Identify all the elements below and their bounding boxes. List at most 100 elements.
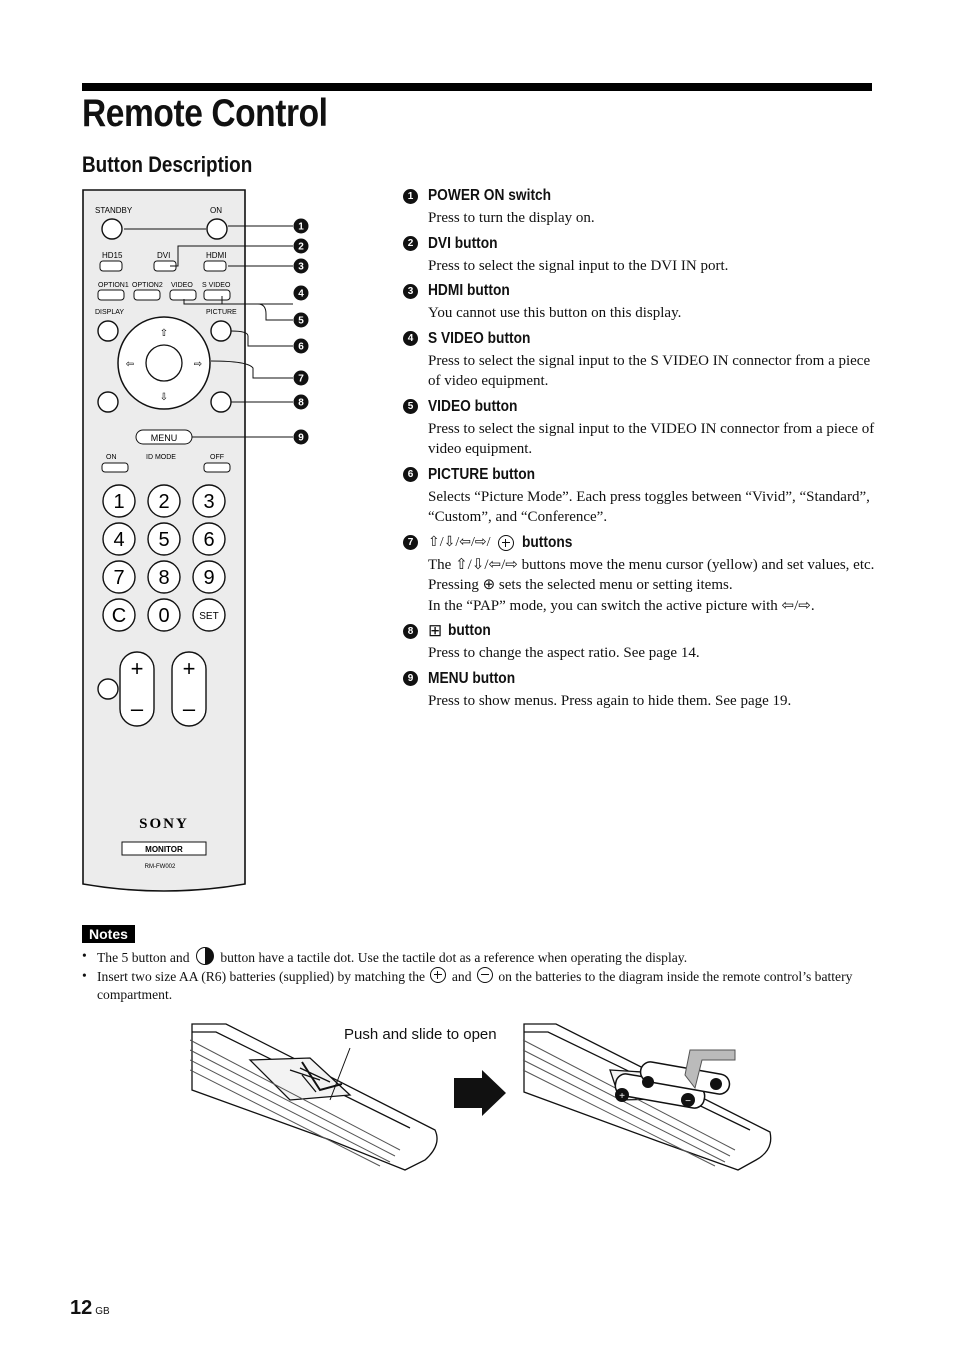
key-c: [102, 598, 136, 632]
item-title: MENU button: [428, 669, 516, 687]
key-1: [102, 484, 136, 518]
key-label: C: [112, 605, 126, 627]
callout-marker: [293, 238, 309, 254]
item-number: 8: [403, 623, 418, 639]
key-7: [102, 560, 136, 594]
key-label: 2: [158, 491, 169, 513]
key-label: 6: [203, 529, 214, 551]
item-body: Press to change the aspect ratio. See pa…: [428, 645, 700, 661]
option2-label: OPTION2: [132, 282, 163, 289]
callout-number: 2: [298, 242, 304, 253]
picture-button: [210, 320, 232, 342]
note-item: The 5 button and button have a tactile d…: [82, 947, 882, 967]
monitor-plate: [121, 841, 207, 856]
item-number: 4: [403, 331, 418, 346]
svg-text:+: +: [619, 1091, 625, 1102]
battery-illustration: + −: [190, 1023, 772, 1171]
item-title: VIDEO button: [428, 397, 518, 415]
item-body: Press to turn the display on.: [428, 210, 595, 226]
option1-button: [97, 289, 125, 301]
svg-text:–: –: [131, 696, 144, 721]
callout-number: 5: [298, 316, 304, 327]
sony-logo: SONY: [139, 816, 189, 832]
item-body: In the “PAP” mode, you can switch the ac…: [428, 597, 815, 614]
page-number-value: 12: [70, 1297, 93, 1319]
key-0: [147, 598, 181, 632]
mute-button: [97, 678, 119, 700]
key-label: 5: [158, 529, 169, 551]
standby-button: [101, 218, 123, 240]
key-9: [192, 560, 226, 594]
item-number: 1: [403, 188, 418, 204]
battery-2: [639, 1061, 731, 1095]
item-number: 9: [403, 671, 418, 686]
callout-marker: [293, 312, 309, 328]
key-label: 9: [203, 567, 214, 589]
note-item: Insert two size AA (R6) batteries (suppl…: [82, 967, 882, 1004]
key-label: 1: [113, 491, 124, 513]
item-number: 6: [403, 467, 418, 482]
key-set: [192, 598, 226, 632]
callout-marker: [293, 394, 309, 410]
key-label: 4: [113, 529, 124, 551]
down-arrow-icon: ⇩: [160, 392, 168, 403]
battery-1: + −: [614, 1073, 706, 1109]
svideo-button: [203, 289, 231, 301]
notes-label: Notes: [82, 925, 135, 943]
picture-label: PICTURE: [206, 309, 237, 316]
id-mode-label: ID MODE: [146, 454, 176, 461]
remote-control-illustration: STANDBY ON HD15 DVI HDMI OPTION1 OPTION2…: [82, 189, 309, 892]
display-button: [97, 320, 119, 342]
slide-arrow-icon: [301, 1061, 343, 1092]
svideo-label: S VIDEO: [202, 282, 231, 289]
set-button-icon: [498, 534, 515, 551]
callout-number: 1: [298, 222, 304, 233]
option1-label: OPTION1: [98, 282, 129, 289]
note-text: The 5 button and: [97, 950, 190, 965]
minus-terminal-icon: [476, 967, 493, 983]
section-subtitle: Button Description: [82, 152, 253, 177]
notes-list: The 5 button and button have a tactile d…: [82, 947, 882, 1004]
center-set-button: [145, 344, 183, 382]
item-title: DVI button: [428, 234, 498, 252]
on-label: ON: [210, 206, 222, 215]
standby-label: STANDBY: [95, 206, 133, 215]
key-2: [147, 484, 181, 518]
id-on-button: [101, 462, 129, 473]
callout-marker: [293, 218, 309, 234]
push-slide-label: Push and slide to open: [344, 1026, 497, 1043]
callout-marker: [293, 370, 309, 386]
page-suffix: GB: [95, 1306, 110, 1317]
item-title: POWER ON switch: [428, 187, 552, 204]
note-text: and: [451, 969, 472, 984]
note-text: Insert two size AA (R6) batteries (suppl…: [97, 969, 426, 984]
item-title: button: [448, 622, 492, 639]
menu-label: MENU: [151, 433, 178, 443]
model-label: RM-FW002: [145, 864, 176, 870]
video-button: [169, 289, 197, 301]
item-body: The ⇧/⇩/⇦/⇨ buttons move the menu cursor…: [428, 556, 875, 594]
note-text: button have a tactile dot. Use the tacti…: [220, 950, 688, 965]
key-label: SET: [199, 611, 218, 622]
svg-text:+: +: [183, 656, 196, 681]
lid-arrow-icon: [684, 1049, 736, 1090]
display-label: DISPLAY: [95, 309, 124, 316]
key-4: [102, 522, 136, 556]
page-title: Remote Control: [82, 92, 328, 135]
hd15-label: HD15: [102, 251, 123, 260]
item-body: Press to select the signal input to the …: [428, 420, 875, 458]
callout-number: 6: [298, 342, 304, 353]
key-label: 8: [158, 567, 169, 589]
item-title: HDMI button: [428, 282, 510, 299]
item-number: 7: [403, 535, 418, 550]
